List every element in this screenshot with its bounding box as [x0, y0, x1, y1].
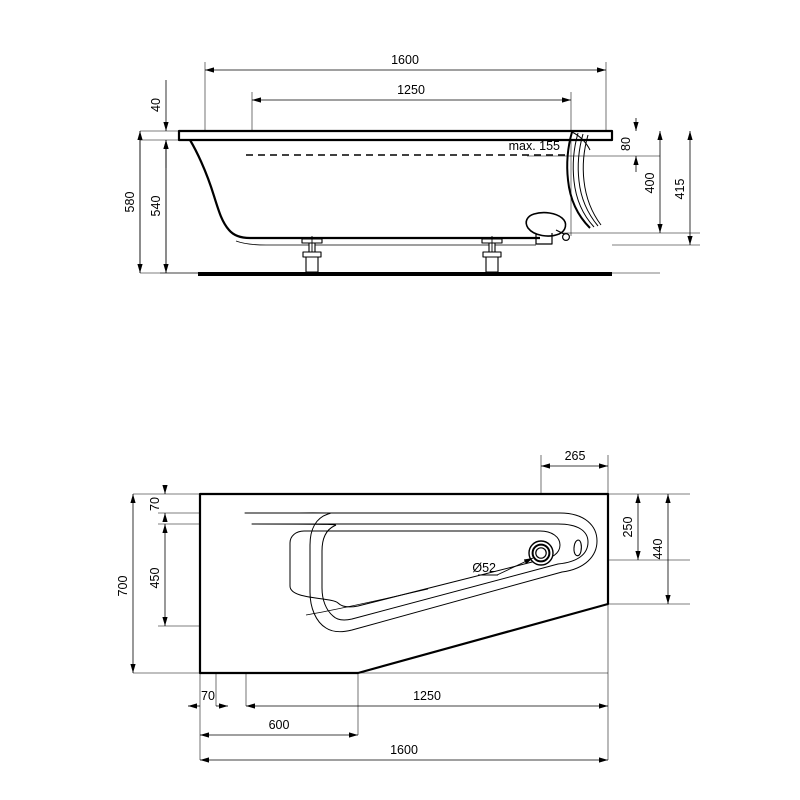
leader-drain-diameter: Ø52 [472, 557, 534, 576]
bath-slope-crease [305, 588, 429, 616]
dim-section-400: 400 [643, 131, 663, 233]
bath-rim-contour-inner [251, 523, 589, 621]
dim-section-80: 80 [619, 118, 639, 172]
dim-label-plan-inner-width: 450 [148, 568, 162, 589]
dim-label-angled-edge-width: 440 [651, 539, 665, 560]
dim-label-plan-rim-left: 70 [201, 689, 215, 703]
overflow-slot [573, 539, 582, 557]
dim-plan-250: 250 [621, 494, 641, 560]
dim-section-415: 415 [673, 131, 693, 245]
bath-outline-plan [198, 492, 610, 675]
dim-plan-440: 440 [651, 494, 671, 604]
dim-section-1250: 1250 [252, 83, 571, 103]
drain-hole [528, 540, 554, 566]
dim-label-plan-overall-length: 1600 [390, 743, 418, 757]
dim-plan-450: 450 [148, 524, 168, 626]
dim-plan-600: 600 [200, 718, 358, 738]
bath-inner-wall-profile [189, 139, 540, 240]
bath-foot-left [301, 236, 323, 273]
bath-base-line [235, 240, 536, 246]
dim-label-overflow-drop: 80 [619, 137, 633, 151]
dim-section-1600: 1600 [205, 53, 606, 73]
bath-rim-profile [177, 129, 614, 142]
bath-foot-right [481, 236, 503, 273]
dim-label-waste-height: 400 [643, 173, 657, 194]
dim-label-plan-rim-top: 70 [148, 497, 162, 511]
dim-plan-1250: 1250 [246, 689, 608, 709]
dim-label-plan-overall-width: 700 [116, 576, 130, 597]
dim-label-drain-diameter: Ø52 [472, 561, 496, 575]
dim-label-section-length: 1600 [391, 53, 419, 67]
section-view-group: 1600 1250 40 580 540 80 [123, 53, 700, 276]
dim-plan-70-top: 70 [148, 485, 168, 522]
plan-view-group: 70 450 700 265 250 440 [116, 449, 690, 763]
dim-section-580: 580 [123, 131, 143, 273]
waste-overflow-assembly [525, 131, 602, 245]
dim-label-rim-thickness: 40 [149, 98, 163, 112]
dim-label-plan-inner-length: 1250 [413, 689, 441, 703]
dim-plan-700: 700 [116, 494, 136, 673]
dim-label-body-height: 540 [149, 196, 163, 217]
dim-label-section-inner-length: 1250 [397, 83, 425, 97]
dim-plan-265: 265 [541, 449, 608, 469]
label-max-water-level: max. 155 [509, 139, 560, 153]
dim-label-overall-height: 580 [123, 192, 137, 213]
dim-label-waste-offset-x: 265 [565, 449, 586, 463]
dim-section-40: 40 [149, 80, 169, 168]
dim-plan-70-left: 70 [188, 689, 228, 709]
dim-label-waste-height-outer: 415 [673, 179, 687, 200]
dim-plan-1600: 1600 [200, 743, 608, 763]
dim-label-waste-offset-y: 250 [621, 517, 635, 538]
bath-rim-contour-outer [244, 512, 598, 633]
dim-section-540: 540 [149, 140, 169, 273]
dim-label-plan-narrow-width: 600 [269, 718, 290, 732]
